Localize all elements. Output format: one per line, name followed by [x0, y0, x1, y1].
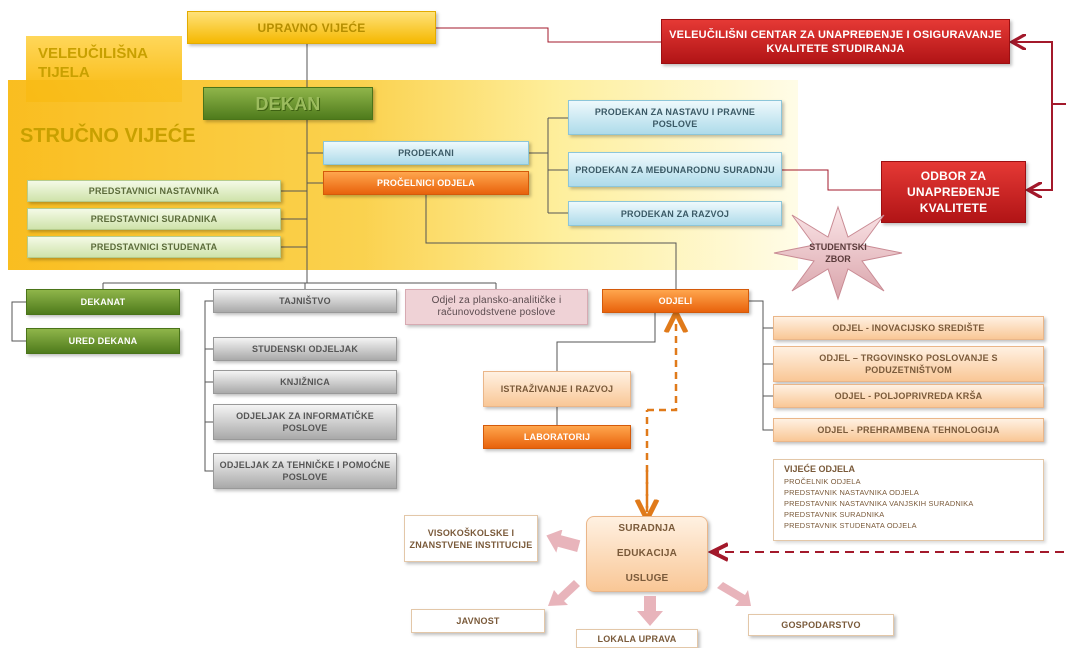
odjel-trgovinsko-box[interactable]: ODJEL – TRGOVINSKO POSLOVANJE S PODUZETN… [773, 346, 1044, 382]
predstavnici-nastavnika-box[interactable]: PREDSTAVNICI NASTAVNIKA [27, 180, 281, 202]
prodekan-medjunarodna-box[interactable]: PRODEKAN ZA MEĐUNARODNU SURADNJU [568, 152, 782, 187]
dekan-box[interactable]: DEKAN [203, 87, 373, 120]
studentski-zbor-label: STUDENTSKI ZBOR [809, 242, 867, 264]
istrazivanje-razvoj-box[interactable]: ISTRAŽIVANJE I RAZVOJ [483, 371, 631, 407]
vijece-odjela-item: PREDSTAVNIK STUDENATA ODJELA [784, 521, 917, 530]
dekanat-box[interactable]: DEKANAT [26, 289, 180, 315]
odjel-plansko-analiticki-box[interactable]: Odjel za plansko-analitičke i računovods… [405, 289, 588, 325]
visokoskolske-institucije-box[interactable]: VISOKOŠKOLSKE I ZNANSTVENE INSTITUCIJE [404, 515, 538, 562]
odjeli-box[interactable]: ODJELI [602, 289, 749, 313]
procelnici-box[interactable]: PROČELNICI ODJELA [323, 171, 529, 195]
studenski-odjeljak-box[interactable]: STUDENSKI ODJELJAK [213, 337, 397, 361]
gospodarstvo-box[interactable]: GOSPODARSTVO [748, 614, 894, 636]
javnost-box[interactable]: JAVNOST [411, 609, 545, 633]
laboratorij-box[interactable]: LABORATORIJ [483, 425, 631, 449]
activity-edukacija: EDUKACIJA [616, 548, 678, 559]
prodekan-nastava-box[interactable]: PRODEKAN ZA NASTAVU I PRAVNE POSLOVE [568, 100, 782, 135]
centre-activities-box[interactable]: SURADNJA EDUKACIJA USLUGE [586, 516, 708, 592]
lokala-uprava-box[interactable]: LOKALA UPRAVA [576, 629, 698, 648]
quality-committee-box[interactable]: ODBOR ZA UNAPREĐENJE KVALITETE [881, 161, 1026, 223]
vijece-odjela-title: VIJEĆE ODJELA [784, 464, 856, 474]
upravno-vijece-box[interactable]: UPRAVNO VIJEĆE [187, 11, 436, 44]
arrow-left-down-icon [548, 580, 580, 606]
vijece-odjela-item: PROČELNIK ODJELA [784, 477, 861, 486]
odjel-prehrambena-box[interactable]: ODJEL - PREHRAMBENA TEHNOLOGIJA [773, 418, 1044, 442]
strucno-vijece-label: STRUČNO VIJEĆE [20, 125, 196, 147]
activity-suradnja: SURADNJA [618, 523, 676, 534]
odjel-inovacijsko-box[interactable]: ODJEL - INOVACIJSKO SREDIŠTE [773, 316, 1044, 340]
veleucilisna-tijela-label: VELEUČILIŠNA TIJELA [38, 45, 148, 81]
vijece-odjela-item: PREDSTAVNIK NASTAVNIKA ODJELA [784, 488, 920, 497]
vijece-odjela-panel: VIJEĆE ODJELA PROČELNIK ODJELA PREDSTAVN… [773, 459, 1044, 541]
arrow-right-down-icon [717, 582, 751, 606]
informaticki-odjeljak-box[interactable]: ODJELJAK ZA INFORMATIČKE POSLOVE [213, 404, 397, 440]
predstavnici-studenata-box[interactable]: PREDSTAVNICI STUDENATA [27, 236, 281, 258]
knjiznica-box[interactable]: KNJIŽNICA [213, 370, 397, 394]
vijece-odjela-item: PREDSTAVNIK SURADNIKA [784, 510, 885, 519]
odjel-poljoprivreda-box[interactable]: ODJEL - POLJOPRIVREDA KRŠA [773, 384, 1044, 408]
ured-dekana-box[interactable]: URED DEKANA [26, 328, 180, 354]
quality-centre-box[interactable]: VELEUČILIŠNI CENTAR ZA UNAPREĐENJE I OSI… [661, 19, 1010, 64]
prodekani-box[interactable]: PRODEKANI [323, 141, 529, 165]
studentski-zbor-star-icon[interactable] [772, 205, 904, 301]
vijece-odjela-item: PREDSTAVNIK NASTAVNIKA VANJSKIH SURADNIK… [784, 499, 974, 508]
predstavnici-suradnika-box[interactable]: PREDSTAVNICI SURADNIKA [27, 208, 281, 230]
activity-usluge: USLUGE [625, 573, 669, 584]
prodekan-razvoj-box[interactable]: PRODEKAN ZA RAZVOJ [568, 201, 782, 226]
arrow-left-up-icon [546, 530, 581, 553]
arrow-down-icon [637, 596, 663, 626]
tehnicki-odjeljak-box[interactable]: ODJELJAK ZA TEHNIČKE I POMOĆNE POSLOVE [213, 453, 397, 489]
tajnistvo-box[interactable]: TAJNIŠTVO [213, 289, 397, 313]
